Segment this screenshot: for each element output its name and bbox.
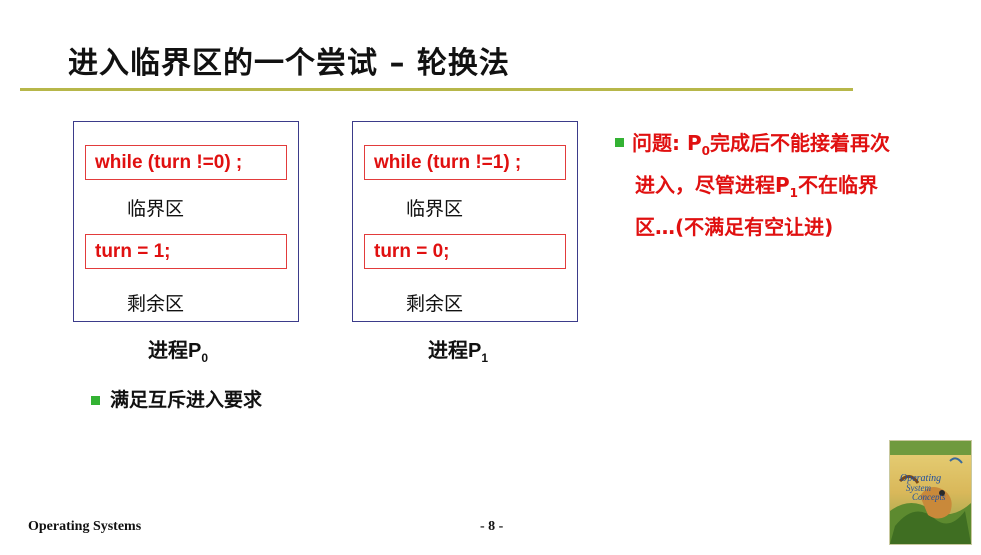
p0-while-code: while (turn !=0) ; bbox=[85, 145, 287, 180]
process-p0-label: 进程P0 bbox=[148, 334, 208, 365]
problem-sub1: 0 bbox=[702, 144, 710, 158]
problem-line3: 区…(不满足有空让进) bbox=[615, 210, 945, 244]
footer-course-name: Operating Systems bbox=[28, 519, 141, 535]
p1-name-prefix: 进程 bbox=[428, 338, 468, 362]
problem-line2a: 进入，尽管进程P bbox=[635, 173, 790, 197]
p0-name-letter: P bbox=[188, 340, 201, 362]
p1-name-letter: P bbox=[468, 340, 481, 362]
problem-sub2: 1 bbox=[790, 186, 798, 200]
p0-name-sub: 0 bbox=[201, 351, 208, 365]
p1-while-code: while (turn !=1) ; bbox=[364, 145, 566, 180]
p0-remainder-section-label: 剩余区 bbox=[127, 289, 184, 316]
p0-name-prefix: 进程 bbox=[148, 338, 188, 362]
process-p0-box: while (turn !=0) ; 临界区 turn = 1; 剩余区 bbox=[73, 121, 299, 322]
mutual-exclusion-note: 满足互斥进入要求 bbox=[91, 385, 262, 412]
p1-remainder-section-label: 剩余区 bbox=[406, 289, 463, 316]
process-p1-box: while (turn !=1) ; 临界区 turn = 0; 剩余区 bbox=[352, 121, 578, 322]
slide-title: 进入临界区的一个尝试 – 轮换法 bbox=[68, 38, 510, 82]
problem-part2: 完成后不能接着再次 bbox=[710, 131, 890, 155]
p1-critical-section-label: 临界区 bbox=[406, 194, 463, 221]
problem-part1: 问题: P bbox=[632, 131, 702, 155]
process-p1-label: 进程P1 bbox=[428, 334, 488, 365]
p1-name-sub: 1 bbox=[481, 351, 488, 365]
problem-line2: 进入，尽管进程P1不在临界 bbox=[615, 168, 945, 210]
bullet-icon bbox=[91, 396, 100, 405]
title-underline bbox=[20, 88, 853, 91]
p1-turn-code: turn = 0; bbox=[364, 234, 566, 269]
p0-turn-code: turn = 1; bbox=[85, 234, 287, 269]
note-text: 满足互斥进入要求 bbox=[110, 389, 262, 411]
problem-line2b: 不在临界 bbox=[798, 173, 878, 197]
dinosaur-book-illustration: Operating System Concepts bbox=[890, 441, 971, 544]
footer-page-number: - 8 - bbox=[480, 519, 503, 535]
book-title-line3: Concepts bbox=[912, 492, 946, 502]
problem-note: 问题: P0完成后不能接着再次 进入，尽管进程P1不在临界 区…(不满足有空让进… bbox=[615, 126, 945, 244]
p0-critical-section-label: 临界区 bbox=[127, 194, 184, 221]
bullet-icon bbox=[615, 138, 624, 147]
book-cover-image: Operating System Concepts bbox=[889, 440, 972, 545]
